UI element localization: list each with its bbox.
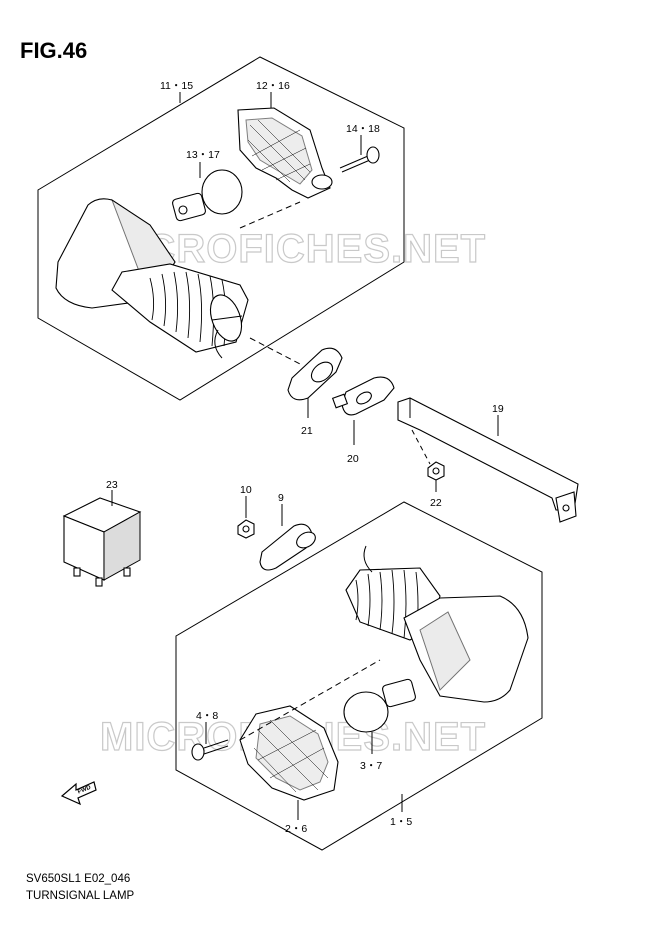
axis-nut xyxy=(411,429,431,465)
upper-bulb xyxy=(172,169,243,222)
callout-9: 9 xyxy=(278,492,284,504)
lower-bulb xyxy=(343,678,416,733)
fwd-label: FWD xyxy=(77,785,93,796)
callout-10: 10 xyxy=(240,484,252,496)
figure-title: FIG.46 xyxy=(20,38,88,63)
callout-20: 20 xyxy=(347,453,359,465)
diagram-code: SV650SL1 E02_046 xyxy=(26,873,131,885)
lower-lens xyxy=(239,705,339,801)
nut-22 xyxy=(427,461,445,481)
bracket-19 xyxy=(397,397,579,523)
upper-assembly-box xyxy=(37,56,405,401)
axis-lower xyxy=(239,659,381,741)
lower-assembly-box xyxy=(175,501,543,851)
callout-13-17: 13・17 xyxy=(186,149,220,161)
grommet-20 xyxy=(331,376,395,416)
nut-10 xyxy=(237,519,255,539)
callout-22: 22 xyxy=(430,497,442,509)
callout-12-16: 12・16 xyxy=(256,80,290,92)
callout-14-18: 14・18 xyxy=(346,123,380,135)
cushion-21 xyxy=(287,347,343,401)
callout-3-7: 3・7 xyxy=(360,760,382,772)
callout-4-8: 4・8 xyxy=(196,710,218,722)
cushion-9 xyxy=(259,523,316,571)
diagram-name: TURNSIGNAL LAMP xyxy=(26,890,135,902)
lower-screw xyxy=(191,739,229,761)
relay-23 xyxy=(62,497,142,587)
callout-23: 23 xyxy=(106,479,118,491)
lower-lamp-housing xyxy=(345,545,529,703)
axis-upper xyxy=(239,201,301,229)
upper-lamp-housing xyxy=(55,198,249,359)
callout-11-15: 11・15 xyxy=(160,80,193,92)
upper-lens xyxy=(237,107,333,199)
callout-2-6: 2・6 xyxy=(285,823,307,835)
fwd-arrow-icon: FWD xyxy=(60,781,97,806)
upper-screw xyxy=(339,146,380,173)
callout-19: 19 xyxy=(492,403,504,415)
callout-21: 21 xyxy=(301,425,313,437)
callout-1-5: 1・5 xyxy=(390,816,412,828)
